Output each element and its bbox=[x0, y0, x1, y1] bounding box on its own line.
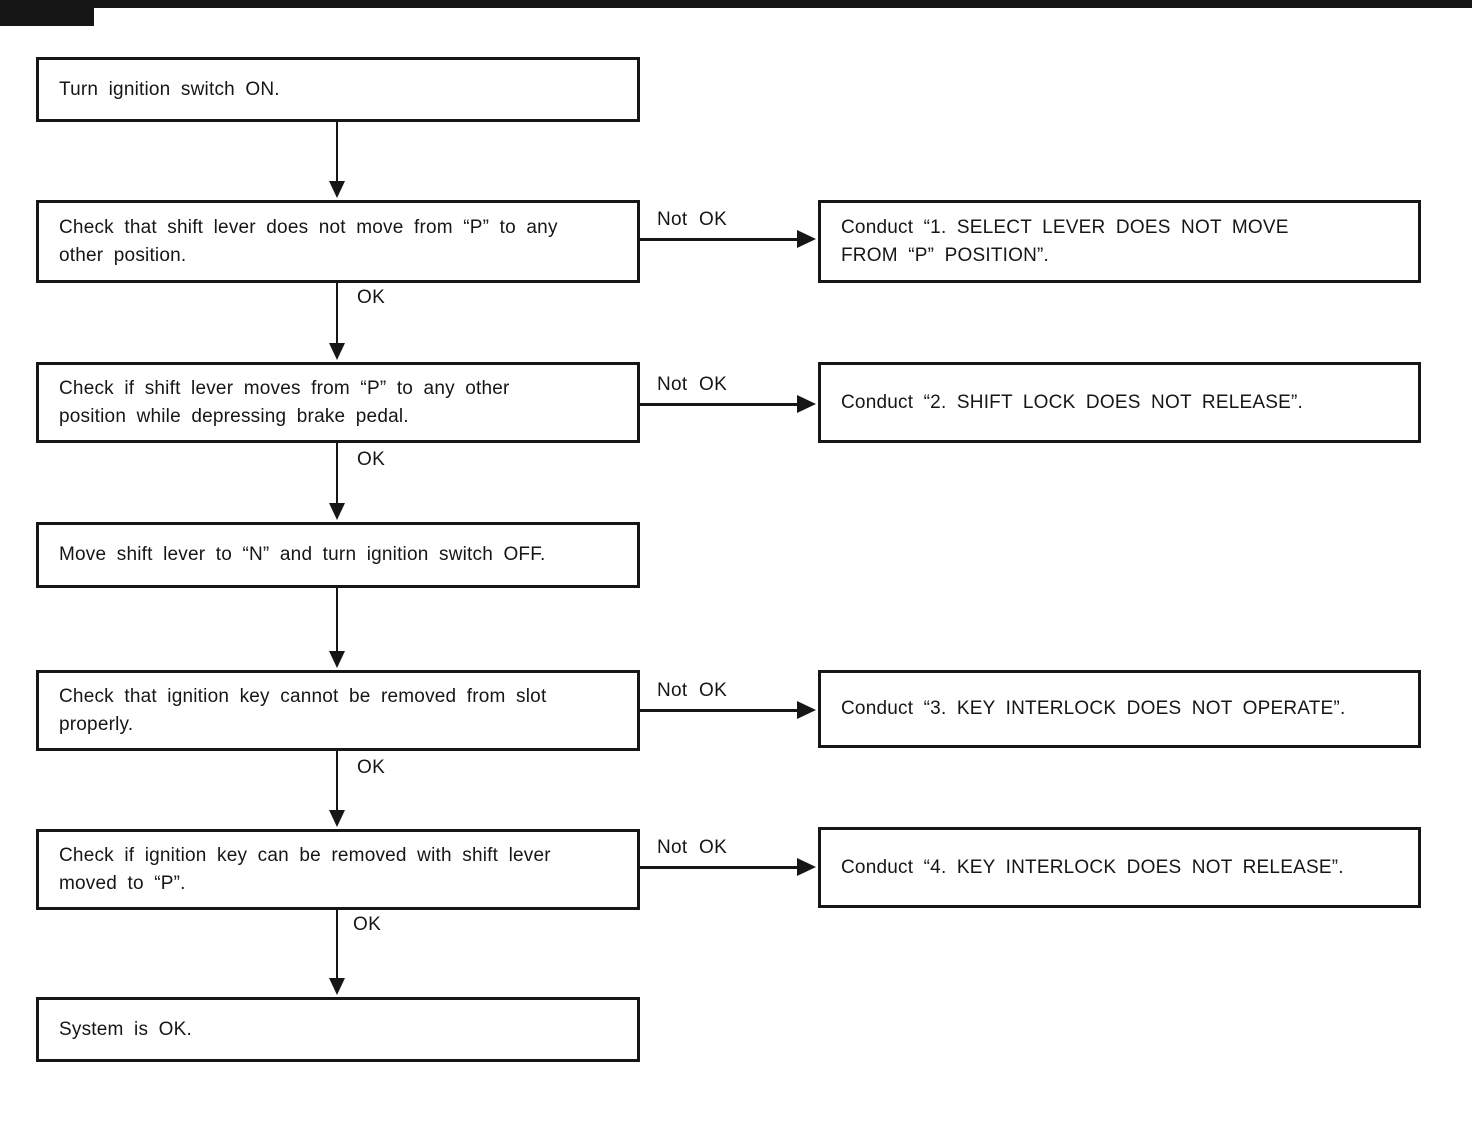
action-conduct-4-key-interlock-release: Conduct “4. KEY INTERLOCK DOES NOT RELEA… bbox=[818, 827, 1421, 908]
step-move-lever-n-switch-off: Move shift lever to “N” and turn ignitio… bbox=[36, 522, 640, 588]
flow-line-right bbox=[640, 238, 800, 241]
ok-label: OK bbox=[353, 914, 382, 935]
not-ok-label: Not OK bbox=[657, 680, 728, 701]
node-text: Conduct “1. SELECT LEVER DOES NOT MOVE F… bbox=[841, 216, 1289, 266]
step-check-key-not-removable: Check that ignition key cannot be remove… bbox=[36, 670, 640, 751]
step-system-ok: System is OK. bbox=[36, 997, 640, 1062]
action-conduct-3-key-interlock-operate: Conduct “3. KEY INTERLOCK DOES NOT OPERA… bbox=[818, 670, 1421, 748]
action-conduct-2-shift-lock: Conduct “2. SHIFT LOCK DOES NOT RELEASE”… bbox=[818, 362, 1421, 443]
node-text: Turn ignition switch ON. bbox=[59, 78, 280, 100]
flow-line-right bbox=[640, 709, 800, 712]
arrow-down-icon bbox=[329, 503, 345, 520]
node-text: Conduct “2. SHIFT LOCK DOES NOT RELEASE”… bbox=[841, 391, 1303, 413]
ok-label: OK bbox=[357, 757, 386, 778]
arrow-down-icon bbox=[329, 181, 345, 198]
arrow-right-icon bbox=[797, 701, 816, 719]
arrow-right-icon bbox=[797, 230, 816, 248]
flow-line-right bbox=[640, 866, 800, 869]
node-text: Conduct “4. KEY INTERLOCK DOES NOT RELEA… bbox=[841, 856, 1344, 878]
ok-label: OK bbox=[357, 449, 386, 470]
node-text: Move shift lever to “N” and turn ignitio… bbox=[59, 544, 546, 565]
node-text: Check that shift lever does not move fro… bbox=[59, 216, 558, 266]
arrow-down-icon bbox=[329, 978, 345, 995]
flow-line-down bbox=[336, 283, 338, 345]
node-text: System is OK. bbox=[59, 1018, 192, 1040]
flow-line-down bbox=[336, 122, 338, 183]
node-text: Check if shift lever moves from “P” to a… bbox=[59, 377, 510, 427]
node-text: Check if ignition key can be removed wit… bbox=[59, 844, 551, 894]
scan-edge-artifact bbox=[0, 0, 1472, 8]
flow-line-right bbox=[640, 403, 800, 406]
scan-edge-artifact bbox=[0, 0, 94, 26]
node-text: Check that ignition key cannot be remove… bbox=[59, 685, 547, 735]
step-check-lever-with-brake: Check if shift lever moves from “P” to a… bbox=[36, 362, 640, 443]
action-conduct-1-select-lever: Conduct “1. SELECT LEVER DOES NOT MOVE F… bbox=[818, 200, 1421, 283]
arrow-right-icon bbox=[797, 858, 816, 876]
flow-line-down bbox=[336, 910, 338, 980]
node-text: Conduct “3. KEY INTERLOCK DOES NOT OPERA… bbox=[841, 698, 1346, 719]
ok-label: OK bbox=[357, 287, 386, 308]
not-ok-label: Not OK bbox=[657, 837, 728, 858]
not-ok-label: Not OK bbox=[657, 374, 728, 395]
not-ok-label: Not OK bbox=[657, 209, 728, 230]
step-turn-ignition-on: Turn ignition switch ON. bbox=[36, 57, 640, 122]
flow-line-down bbox=[336, 588, 338, 653]
flow-line-down bbox=[336, 443, 338, 505]
step-check-key-removable-p: Check if ignition key can be removed wit… bbox=[36, 829, 640, 910]
arrow-down-icon bbox=[329, 651, 345, 668]
step-check-lever-stays-p: Check that shift lever does not move fro… bbox=[36, 200, 640, 283]
arrow-right-icon bbox=[797, 395, 816, 413]
flow-line-down bbox=[336, 751, 338, 812]
arrow-down-icon bbox=[329, 810, 345, 827]
arrow-down-icon bbox=[329, 343, 345, 360]
